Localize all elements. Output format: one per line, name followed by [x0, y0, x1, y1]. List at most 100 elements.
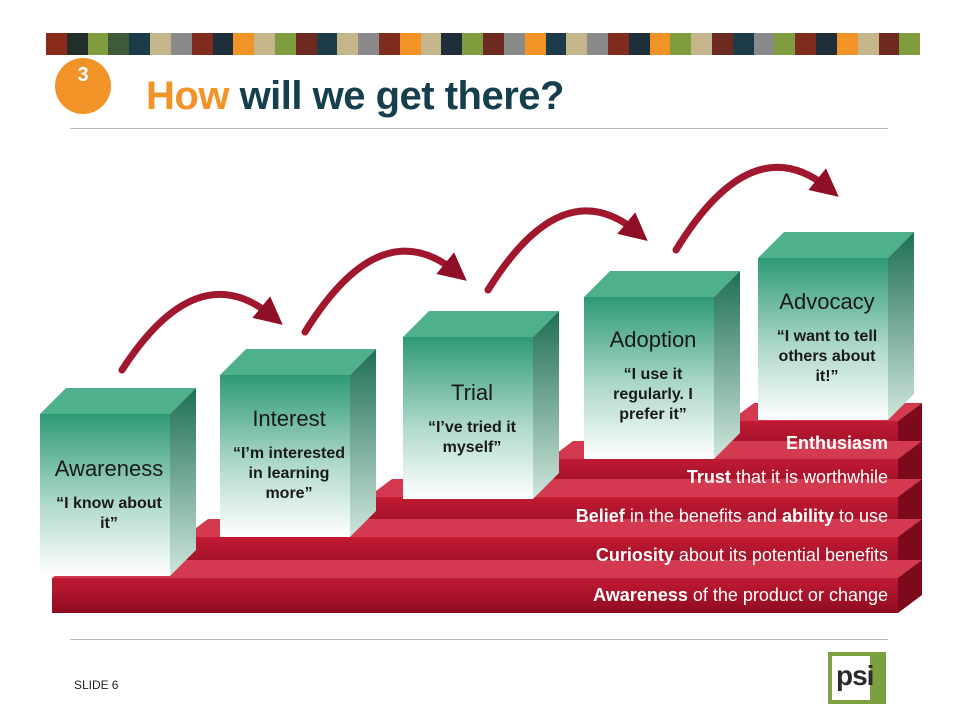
stripe-block [66, 33, 88, 55]
cube-top-face [220, 349, 376, 375]
stripe-block [462, 33, 484, 55]
stripe-block [46, 33, 67, 55]
stripe-block [628, 33, 650, 55]
step-keyword: Trust [686, 467, 731, 487]
step-description: of the product or change [687, 585, 888, 605]
stripe-block [857, 33, 879, 55]
stripe-block [712, 33, 733, 55]
step-front-face [52, 578, 898, 613]
stripe-block [836, 33, 858, 55]
step-keyword: Curiosity [595, 545, 674, 565]
cube-top-face [40, 388, 196, 414]
stage-quote-line: prefer it” [619, 406, 687, 423]
stage-quote-line: it” [100, 515, 118, 532]
cube-side-face [714, 271, 740, 459]
stage-quote-line: “I use it [623, 366, 683, 383]
stripe-block [254, 33, 275, 55]
step-keyword: Awareness [593, 585, 688, 605]
stripe-block [379, 33, 400, 55]
stripe-block [399, 33, 421, 55]
stage-quote-line: “I want to tell [776, 328, 878, 345]
stripe-block [899, 33, 921, 55]
step-label: Belief in the benefits and ability to us… [576, 506, 888, 527]
stripe-block [816, 33, 837, 55]
stripe-block [566, 33, 588, 55]
step-description: that it is worthwhile [730, 467, 888, 487]
step-description: about its potential benefits [673, 545, 888, 565]
step-description: to use [833, 506, 888, 526]
stripe-block [191, 33, 213, 55]
cube-top-face [584, 271, 740, 297]
stripe-block [878, 33, 900, 55]
stripe-block [233, 33, 255, 55]
stage-title: Trial [451, 380, 493, 405]
stripe-block [607, 33, 629, 55]
stage-title: Adoption [609, 327, 697, 352]
step-label: Awareness of the product or change [593, 585, 888, 606]
stripe-block [87, 33, 109, 55]
cube-side-face [888, 232, 914, 420]
psi-logo-bar [870, 652, 886, 704]
stripe-block [649, 33, 671, 55]
step-keyword: Belief [575, 506, 625, 526]
cube-front-face [758, 258, 888, 420]
cube-front-face [584, 297, 714, 459]
stripe-block [524, 33, 546, 55]
cube-front-face [40, 414, 170, 576]
stage-quote-line: myself” [442, 439, 502, 456]
stage-quote-line: “I’m interested [232, 445, 346, 462]
slide-number: 6 [111, 678, 119, 692]
stripe-block [691, 33, 712, 55]
title-divider [70, 128, 888, 129]
stripe-block [441, 33, 463, 55]
step-top-face [184, 519, 922, 537]
cube-front-face [403, 337, 533, 499]
stripe-block [420, 33, 442, 55]
step-top-face [52, 560, 922, 578]
stripe-block [212, 33, 234, 55]
stripe-block [108, 33, 130, 55]
psi-logo-text: psi [836, 660, 874, 691]
stripe-block [170, 33, 192, 55]
stripe-block [503, 33, 525, 55]
stripe-block [129, 33, 151, 55]
stage-title: Awareness [54, 456, 164, 481]
section-number-badge: 3 [55, 58, 111, 114]
stage-quote-line: in learning [248, 465, 330, 482]
cube-side-face [533, 311, 559, 499]
cube-top-face [758, 232, 914, 258]
footer-divider [70, 639, 888, 640]
slide-label-text: SLIDE [74, 678, 109, 692]
stage-quote-line: others about [778, 348, 876, 365]
color-stripe-banner [46, 33, 921, 55]
stripe-block [774, 33, 796, 55]
stripe-block [732, 33, 754, 55]
progress-arrow [672, 163, 839, 254]
stripe-block [753, 33, 775, 55]
stripe-block [295, 33, 317, 55]
psi-logo-frame [828, 652, 884, 704]
stripe-block [274, 33, 296, 55]
stage-quote-line: more” [265, 485, 313, 502]
progress-arrow [118, 290, 283, 374]
stripe-block [358, 33, 379, 55]
cube-top-face [403, 311, 559, 337]
progress-arrow [484, 207, 648, 294]
step-label: Curiosity about its potential benefits [596, 545, 888, 566]
progress-arrow [301, 247, 467, 336]
stage-quote-line: it!” [815, 368, 839, 385]
stage-quote-line: “I’ve tried it [427, 419, 517, 436]
title-accent-word: How [146, 74, 229, 118]
stripe-block [795, 33, 817, 55]
step-keyword: Enthusiasm [785, 433, 888, 453]
stripe-block [545, 33, 567, 55]
cube-front-face [220, 375, 350, 537]
stripe-block [316, 33, 338, 55]
cube-side-face [170, 388, 196, 576]
stripe-block [483, 33, 504, 55]
stage-title: Interest [252, 406, 326, 431]
step-keyword: ability [781, 506, 834, 526]
step-label: Trust that it is worthwhile [687, 467, 888, 488]
stripe-block [670, 33, 692, 55]
